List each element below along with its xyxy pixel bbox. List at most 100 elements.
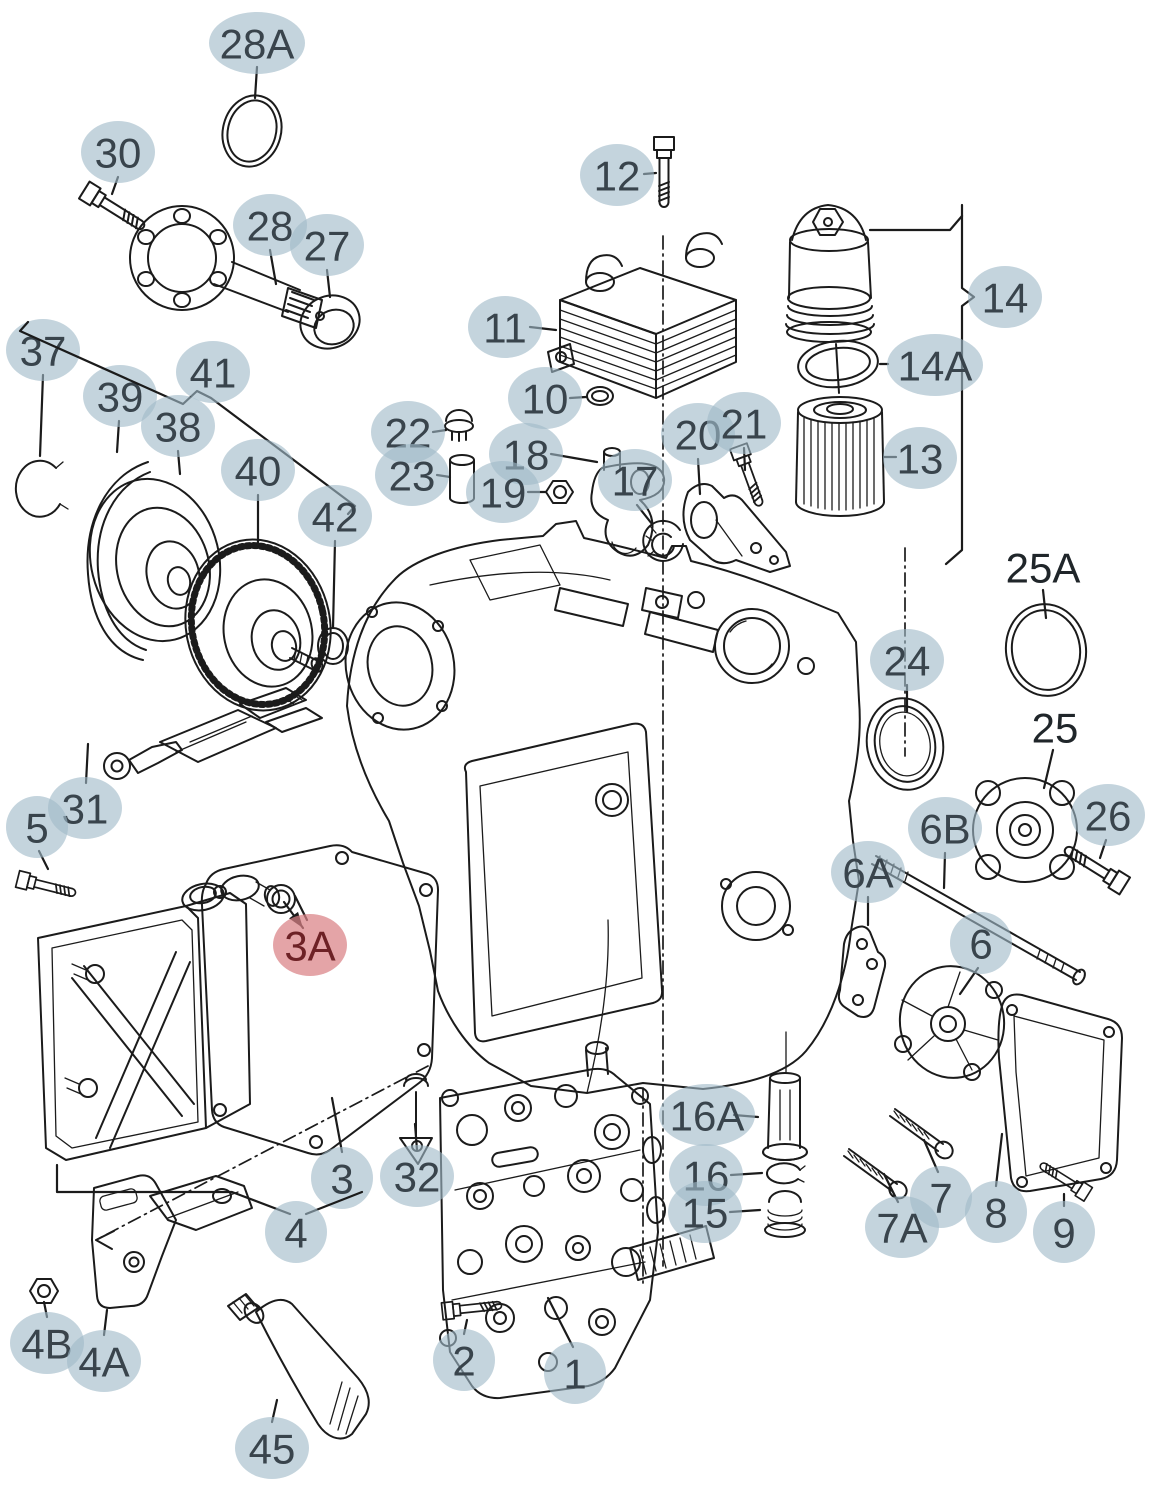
part-cap-22-sketch	[444, 409, 474, 442]
callout-bubble	[433, 1329, 495, 1391]
callout-label: 38	[155, 404, 202, 451]
callout-bubble	[544, 1342, 606, 1404]
callout-bubble	[298, 485, 372, 547]
part-bolt-12-sketch	[653, 136, 675, 208]
callout-label: 8	[984, 1190, 1007, 1237]
callout-6[interactable]: 6	[950, 912, 1012, 996]
callout-label: 24	[884, 638, 931, 685]
callout-bubble	[81, 121, 155, 183]
diagram-line-art	[14, 94, 1132, 1440]
callout-12[interactable]: 12	[580, 144, 658, 206]
callout-bubble	[233, 194, 307, 256]
callout-3A[interactable]: 3A	[273, 894, 347, 976]
callout-17[interactable]: 17	[598, 449, 672, 526]
callout-label: 5	[25, 805, 48, 852]
callout-bubble	[965, 1181, 1027, 1243]
callout-37[interactable]: 37	[6, 319, 80, 458]
callout-4B[interactable]: 4B	[10, 1300, 84, 1374]
callout-bubble	[1071, 784, 1145, 846]
part-gasket-3-sketch	[200, 844, 439, 1156]
part-bolt-5-sketch	[14, 869, 79, 903]
callout-bubble	[707, 392, 781, 454]
callout-bubble	[235, 1417, 309, 1479]
part-valve-body-sketch	[439, 1041, 715, 1400]
callout-4[interactable]: 4	[55, 1163, 364, 1263]
callout-label: 6A	[842, 850, 893, 897]
callout-5[interactable]: 5	[6, 796, 68, 871]
part-filter-cap-sketch	[785, 204, 875, 394]
callout-27[interactable]: 27	[290, 214, 364, 299]
callout-10[interactable]: 10	[508, 367, 588, 429]
callout-45[interactable]: 45	[235, 1398, 309, 1479]
part-ring-25A-sketch	[1004, 603, 1088, 697]
part-flange-25-sketch	[972, 777, 1078, 883]
part-seal-3A-sketch	[266, 884, 296, 914]
callout-label: 26	[1085, 793, 1132, 840]
callout-label: 11	[483, 305, 527, 352]
part-oring-28A-sketch	[221, 94, 283, 168]
part-bracket-20-sketch	[682, 483, 791, 573]
callout-label: 16A	[670, 1093, 745, 1140]
part-snap-ring-16-sketch	[765, 1162, 806, 1185]
callout-bubble	[380, 1145, 454, 1207]
callout-bubble	[1033, 1201, 1095, 1263]
callout-bubble	[668, 1181, 742, 1243]
callout-15[interactable]: 15	[668, 1181, 762, 1243]
callout-40[interactable]: 40	[221, 439, 295, 548]
callout-19[interactable]: 19	[466, 461, 548, 523]
callout-4A[interactable]: 4A	[67, 1308, 141, 1392]
callout-14[interactable]: 14	[868, 203, 1042, 566]
callout-label: 41	[190, 350, 237, 397]
part-screw-7-sketch	[889, 1108, 954, 1160]
leader-line	[1042, 748, 1055, 790]
callout-25[interactable]: 25	[1032, 705, 1079, 790]
callout-bubble	[968, 266, 1042, 328]
callout-label: 42	[312, 494, 359, 541]
callout-label: 3	[330, 1156, 353, 1203]
callout-25A[interactable]: 25A	[1006, 545, 1081, 620]
callout-13[interactable]: 13	[882, 427, 957, 489]
callout-41[interactable]: 41	[18, 320, 357, 516]
leader-line	[994, 1132, 1004, 1188]
callout-bubble	[883, 427, 957, 489]
callout-16A[interactable]: 16A	[659, 1084, 760, 1146]
part-snap-ring-37-sketch	[14, 459, 69, 518]
part-tube-16A-sketch	[762, 1072, 808, 1161]
callout-21[interactable]: 21	[707, 392, 781, 472]
part-pump-cover-6-sketch	[894, 965, 1006, 1081]
callout-2[interactable]: 2	[433, 1318, 495, 1391]
callout-label: 9	[1052, 1210, 1075, 1257]
callout-6B[interactable]: 6B	[908, 797, 982, 890]
callout-28[interactable]: 28	[233, 194, 307, 286]
callout-9[interactable]: 9	[1033, 1192, 1095, 1263]
callout-label: 1	[563, 1351, 586, 1398]
callout-26[interactable]: 26	[1071, 784, 1145, 860]
leader-line	[330, 1096, 344, 1154]
leader-line	[38, 373, 45, 458]
callout-1[interactable]: 1	[544, 1296, 606, 1404]
callout-42[interactable]: 42	[298, 485, 372, 630]
part-ring-10-sketch	[586, 386, 614, 406]
callout-11[interactable]: 11	[468, 296, 558, 358]
callout-bubble	[6, 319, 80, 381]
callout-6A[interactable]: 6A	[831, 841, 905, 927]
callout-bubble	[831, 841, 905, 903]
callout-label: 45	[249, 1426, 296, 1473]
callout-14A[interactable]: 14A	[878, 334, 983, 396]
callout-38[interactable]: 38	[141, 395, 215, 476]
callout-24[interactable]: 24	[870, 629, 944, 714]
callout-bubble	[141, 395, 215, 457]
callout-label: 6	[969, 921, 992, 968]
callout-28A[interactable]: 28A	[209, 12, 305, 100]
part-seal-24-sketch	[865, 697, 945, 791]
callout-32[interactable]: 32	[380, 1122, 454, 1207]
callout-39[interactable]: 39	[83, 365, 157, 454]
callout-30[interactable]: 30	[81, 121, 155, 196]
callout-label: 23	[389, 453, 436, 500]
leader-line	[546, 1296, 575, 1349]
callout-7A[interactable]: 7A	[865, 1172, 939, 1258]
callout-label: 25A	[1006, 545, 1081, 592]
callout-8[interactable]: 8	[965, 1132, 1027, 1243]
callout-23[interactable]: 23	[375, 444, 452, 506]
